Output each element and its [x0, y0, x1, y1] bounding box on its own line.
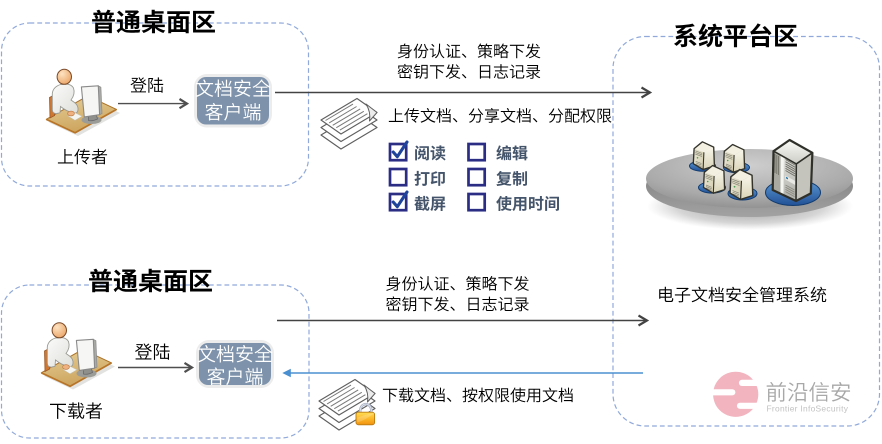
svg-text:Frontier InfoSecurity: Frontier InfoSecurity	[767, 404, 849, 414]
